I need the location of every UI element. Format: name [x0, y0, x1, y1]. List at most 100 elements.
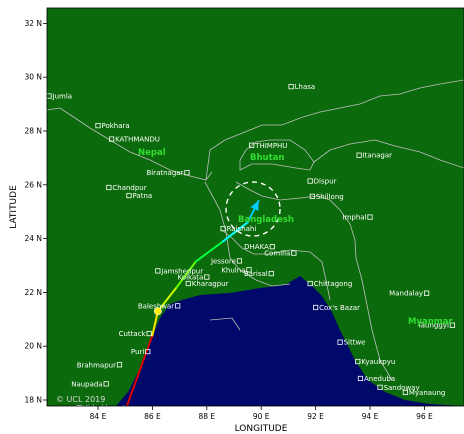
country-label-myanmar: Myanmar — [408, 317, 453, 327]
x-tick-label: 92 E — [307, 412, 324, 421]
city-marker — [95, 123, 101, 129]
city-label: Jamshedpur — [160, 267, 203, 275]
y-axis-ticks: 32 N30 N28 N26 N24 N22 N20 N18 N — [24, 19, 47, 405]
city-marker — [307, 178, 313, 184]
city-marker — [175, 303, 181, 309]
x-tick-label: 88 E — [198, 412, 215, 421]
city-label: Kolkata — [178, 274, 204, 282]
track-segment — [125, 372, 140, 406]
city-marker — [291, 250, 297, 256]
city-label: Lhasa — [295, 83, 316, 91]
plot-frame — [46, 7, 464, 407]
city-label: Patna — [133, 192, 153, 200]
y-tick-label: 20 N — [24, 342, 42, 351]
city-marker — [357, 375, 364, 382]
city-label: Baleshwar — [138, 302, 174, 310]
x-axis-label: LONGITUDE — [235, 424, 288, 434]
city-label: Pokhara — [102, 122, 130, 130]
city-marker — [307, 280, 313, 287]
city-marker — [449, 322, 456, 328]
current-storm-position-marker — [153, 307, 162, 316]
city-marker — [246, 267, 252, 273]
city-marker — [126, 192, 132, 199]
borders — [47, 79, 464, 381]
city-marker — [402, 389, 408, 396]
city-marker — [236, 258, 243, 264]
x-tick-label: 86 E — [144, 412, 161, 421]
city-marker — [155, 268, 161, 274]
city-label: Jumla — [52, 93, 73, 101]
city-marker — [116, 362, 123, 368]
x-tick-label: 96 E — [416, 412, 433, 421]
city-marker — [269, 244, 275, 250]
city-marker — [145, 348, 151, 355]
city-label: Imphal — [343, 214, 367, 222]
country-label-bangladesh: Bangladesh — [238, 215, 294, 225]
bay-of-bengal-sea — [116, 276, 464, 406]
track-direction-arrow — [250, 200, 259, 212]
city-label: Mandalay — [389, 290, 423, 298]
y-tick-label: 22 N — [24, 288, 42, 297]
city-label: Khulna — [221, 266, 245, 274]
city-marker — [356, 152, 362, 158]
y-tick-label: 24 N — [24, 234, 42, 243]
track-segment — [151, 310, 159, 337]
city-label: Naupada — [71, 380, 102, 388]
city-label: THIMPHU — [254, 142, 287, 150]
city-marker — [367, 214, 373, 220]
city-label: Kharagpur — [192, 280, 229, 288]
city-label: Rajshahi — [227, 225, 257, 233]
track-segment — [194, 240, 225, 263]
city-label: DHAKA — [244, 243, 269, 251]
city-marker — [312, 304, 319, 311]
city-marker — [220, 226, 226, 232]
x-tick-label: 94 E — [362, 412, 379, 421]
city-label: Cuttack — [119, 330, 147, 338]
track-segment — [156, 286, 178, 313]
city-marker — [76, 404, 82, 406]
city-label: Cox's Bazar — [319, 304, 360, 312]
cyclone-track — [125, 199, 260, 406]
x-tick-label: 84 E — [90, 412, 107, 421]
city-marker — [109, 136, 115, 142]
city-label: Puri — [131, 348, 144, 356]
city-label: Sittwe — [344, 339, 366, 347]
city-marker — [309, 193, 315, 199]
city-label: KATHMANDU — [115, 136, 160, 144]
city-label: Aneduba — [364, 375, 395, 383]
y-tick-label: 32 N — [24, 19, 42, 28]
city-marker — [337, 339, 343, 345]
y-tick-label: 18 N — [24, 396, 42, 405]
city-label: Itanagar — [363, 152, 393, 160]
city-marker — [146, 330, 152, 337]
city-label: Brahmapur — [77, 361, 116, 369]
city-marker — [103, 381, 109, 387]
track-segment — [222, 221, 249, 243]
city-marker — [423, 290, 430, 296]
city-marker — [288, 84, 294, 90]
city-marker — [249, 142, 255, 148]
y-axis-label: LATITUDE — [9, 185, 19, 229]
city-label: Barisal — [244, 270, 268, 278]
track-segment — [175, 260, 197, 289]
city-marker — [106, 184, 112, 191]
city-label: Shillong — [316, 193, 344, 201]
city-marker — [185, 280, 191, 287]
city-label: Kyaukpyu — [361, 358, 395, 366]
city-label: Chandpur — [112, 184, 146, 192]
city-label: Dispur — [314, 178, 337, 186]
city-label: Sandoway — [384, 384, 420, 392]
city-label: Chittagong — [314, 280, 353, 288]
city-marker — [184, 170, 190, 176]
city-marker — [268, 270, 274, 277]
city-label: Taunggyi — [417, 322, 449, 330]
city-label: Comilla — [264, 250, 290, 258]
city-label: Jessore — [210, 257, 236, 265]
y-tick-label: 26 N — [24, 180, 42, 189]
city-marker — [377, 384, 383, 390]
city-marker — [204, 274, 210, 280]
country-label-bhutan: Bhutan — [250, 153, 284, 163]
